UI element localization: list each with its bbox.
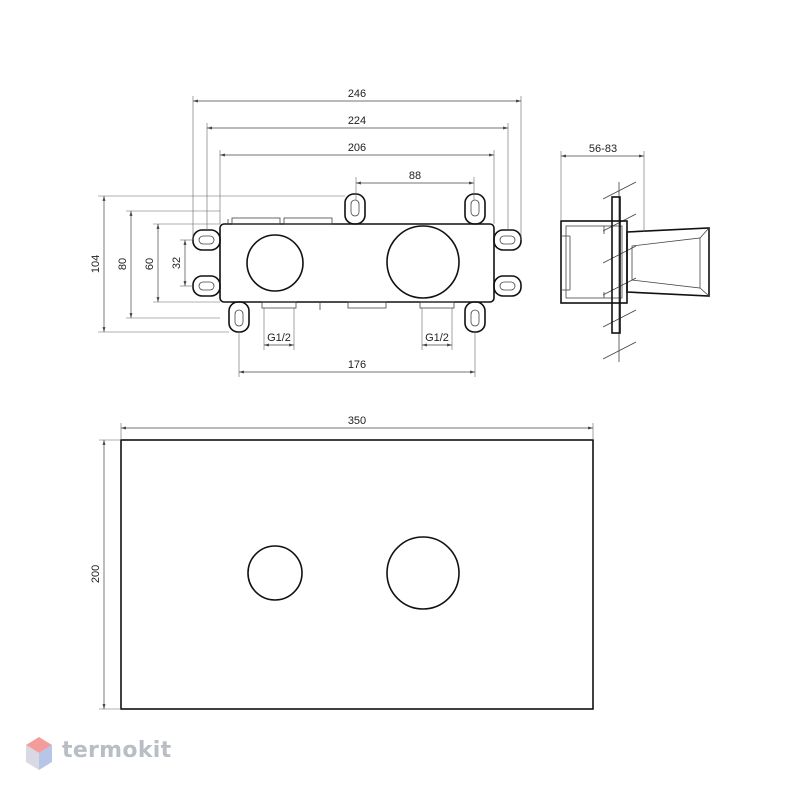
cover-plate (120, 439, 594, 710)
dim-224: 224 (348, 115, 366, 127)
dim-104: 104 (90, 255, 102, 273)
side-view: 56-83 (560, 143, 710, 362)
termokit-logo-icon (26, 737, 52, 770)
front-view: 246 224 206 88 104 80 60 32 G1 (90, 88, 522, 377)
mixer-body (219, 223, 495, 303)
mounting-lug (192, 275, 221, 297)
thread-left-label: G1/2 (267, 332, 291, 344)
thread-right-label: G1/2 (425, 332, 449, 344)
dim-80: 80 (117, 258, 129, 270)
mounting-lug (493, 229, 522, 251)
dim-32: 32 (171, 257, 183, 269)
mounting-lug (464, 193, 486, 225)
mounting-lug (464, 301, 486, 333)
mounting-lug (228, 301, 250, 333)
dim-176: 176 (348, 359, 366, 371)
valve-large (386, 225, 460, 299)
brand-logo-text: termokit (62, 738, 172, 763)
dim-246: 246 (348, 88, 366, 100)
mounting-lug (344, 193, 366, 225)
dim-60: 60 (144, 258, 156, 270)
dim-206: 206 (348, 142, 366, 154)
side-body (560, 220, 628, 304)
valve-small (246, 234, 304, 292)
plate-hole-large (386, 536, 460, 610)
mounting-lug (192, 229, 221, 251)
dim-88: 88 (409, 170, 421, 182)
dim-plate-width: 350 (348, 415, 366, 427)
cover-plate-view: 350 200 (90, 415, 594, 710)
dim-depth: 56-83 (589, 143, 617, 155)
dim-plate-height: 200 (90, 565, 102, 583)
plate-hole-small (247, 545, 303, 601)
mounting-lug (493, 275, 522, 297)
